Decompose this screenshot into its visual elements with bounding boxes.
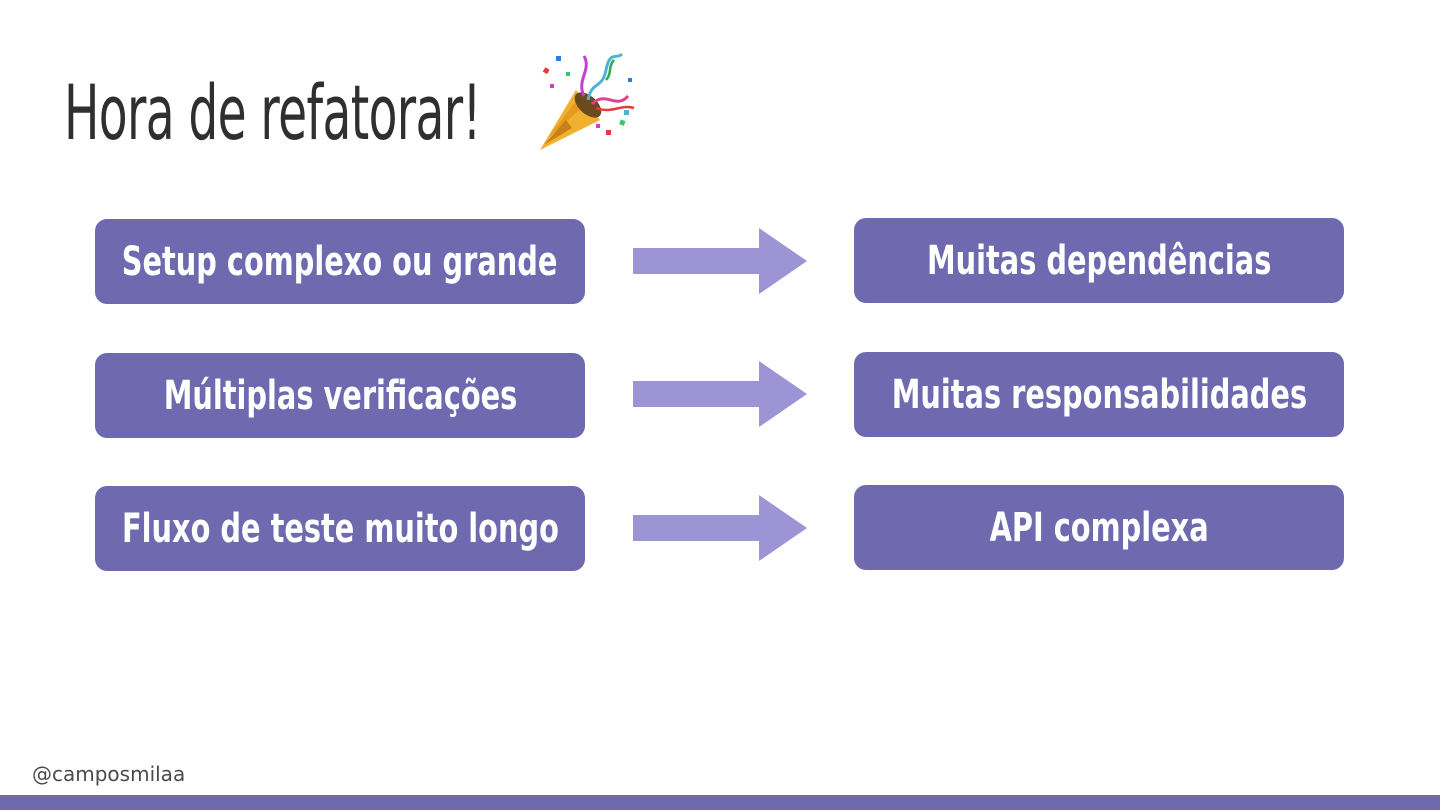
cause-box-3: Fluxo de teste muito longo [95, 486, 585, 571]
cause-label-2: Múltiplas verificações [163, 372, 517, 419]
arrow-right-icon [633, 228, 807, 294]
cause-box-1: Setup complexo ou grande [95, 219, 585, 304]
effect-label-2: Muitas responsabilidades [891, 371, 1307, 418]
arrow-right-icon [633, 495, 807, 561]
cause-label-3: Fluxo de teste muito longo [121, 505, 559, 552]
slide-title: Hora de refatorar! [64, 68, 481, 157]
cause-box-2: Múltiplas verificações [95, 353, 585, 438]
effect-label-1: Muitas dependências [926, 237, 1272, 284]
effect-box-1: Muitas dependências [854, 218, 1344, 303]
bottom-accent-bar [0, 795, 1440, 810]
arrow-right-icon [633, 361, 807, 427]
cause-label-1: Setup complexo ou grande [122, 238, 558, 285]
effect-label-3: API complexa [989, 504, 1209, 551]
effect-box-3: API complexa [854, 485, 1344, 570]
effect-box-2: Muitas responsabilidades [854, 352, 1344, 437]
party-popper-icon [540, 52, 635, 150]
title-row: Hora de refatorar! [64, 58, 736, 168]
author-handle: @camposmilaa [32, 762, 186, 786]
